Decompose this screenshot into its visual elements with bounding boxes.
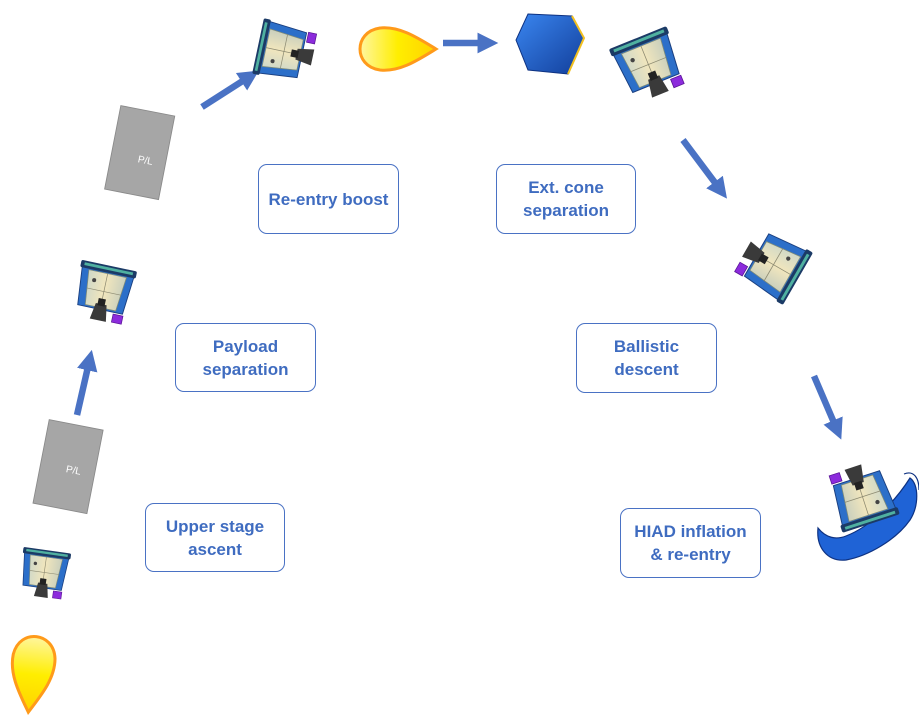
flow-arrow-5 bbox=[811, 374, 843, 440]
stage-label-line: & re-entry bbox=[650, 545, 731, 564]
stage-label-hiad-inflation-re-entry: HIAD inflation & re-entry bbox=[620, 508, 761, 578]
payload-label: P/L bbox=[65, 464, 82, 478]
vehicle-reentry-boost-icon bbox=[251, 17, 319, 86]
stage-label-line: Re-entry boost bbox=[268, 189, 389, 209]
flow-arrow-2 bbox=[200, 70, 260, 110]
flow-arrow-4 bbox=[680, 138, 727, 199]
ext-cone-icon bbox=[515, 13, 586, 75]
stage-label-ballistic-descent: Ballistic descent bbox=[576, 323, 717, 393]
vehicle-ballistic-descent-icon bbox=[730, 222, 814, 306]
vehicle-ascent-icon bbox=[16, 546, 72, 601]
vehicle-cone-separated-icon bbox=[608, 25, 690, 107]
stage-label-line: Ext. cone bbox=[528, 178, 604, 197]
stage-label-line: Upper stage bbox=[165, 516, 265, 536]
stage-label-line: descent bbox=[614, 360, 679, 379]
stage-label-payload-separation: Payload separation bbox=[175, 323, 316, 392]
flow-arrow-1 bbox=[73, 349, 98, 416]
stage-label-upper-stage-ascent: Upper stage ascent bbox=[145, 503, 285, 572]
payload-box-separated: P/L bbox=[104, 105, 176, 201]
payload-label-separated: P/L bbox=[137, 154, 154, 168]
engine-flame-icon bbox=[5, 632, 59, 717]
vehicle-separated-icon bbox=[69, 259, 138, 327]
stage-label-line: Payload bbox=[212, 336, 279, 356]
stage-label-line: HIAD inflation bbox=[634, 522, 747, 541]
stage-label-line: Ballistic bbox=[613, 337, 680, 356]
stage-label-line: ascent bbox=[188, 539, 242, 559]
stage-label-ext-cone-separation: Ext. cone separation bbox=[496, 164, 636, 234]
stage-label-line: separation bbox=[202, 359, 289, 379]
stage-label-line: separation bbox=[523, 201, 609, 220]
payload-box-ascent: P/L bbox=[32, 419, 104, 515]
boost-flame-icon bbox=[358, 25, 438, 73]
stage-label-re-entry-boost: Re-entry boost bbox=[258, 164, 399, 234]
